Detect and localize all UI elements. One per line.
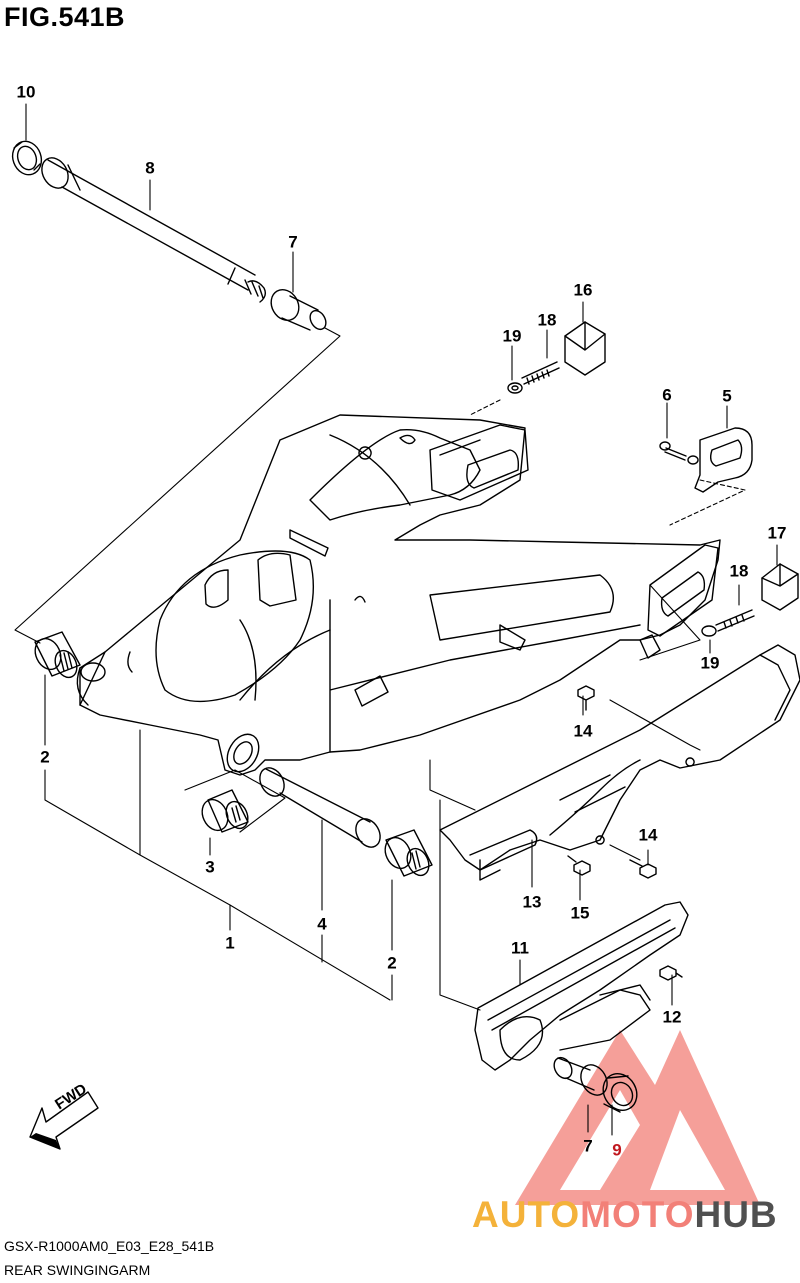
right-adjuster-window — [647, 544, 719, 637]
callout-3: 3 — [205, 857, 215, 877]
callout-5: 5 — [722, 386, 732, 406]
part-11-chain-case — [474, 901, 689, 1071]
callout-6: 6 — [662, 385, 672, 405]
figure-title: FIG.541B — [4, 2, 126, 32]
callout-19-upper: 19 — [502, 326, 522, 346]
callout-18-lower: 18 — [729, 561, 749, 581]
part-2-bearing-left — [34, 631, 81, 679]
part-17-18-19-right-adjuster — [701, 563, 799, 637]
callout-8: 8 — [145, 158, 155, 178]
part-13-chain-guard — [439, 644, 800, 881]
part-10-nut — [11, 140, 43, 176]
callout-10: 10 — [16, 82, 36, 102]
model-code: GSX-R1000AM0_E03_E28_541B — [4, 1238, 215, 1254]
watermark-auto: AUTO — [472, 1194, 581, 1235]
callout-7-lower: 7 — [583, 1136, 593, 1156]
watermark-logo — [515, 1030, 760, 1205]
watermark-moto: MOTO — [580, 1194, 695, 1235]
upper-adjuster-window — [429, 424, 529, 501]
callout-2-left: 2 — [40, 747, 50, 767]
callout-11: 11 — [511, 938, 529, 958]
leader-lines — [14, 103, 778, 1136]
callout-16: 16 — [573, 280, 593, 300]
part-9-nut — [602, 1073, 638, 1113]
callout-12: 12 — [662, 1007, 682, 1027]
part-16-18-19-upper-adjuster — [507, 321, 606, 394]
part-3-bearing — [201, 789, 249, 833]
watermark-brand: AUTOMOTOHUB — [472, 1196, 778, 1233]
callout-1: 1 — [225, 933, 235, 953]
part-5-6-bracket — [659, 427, 753, 493]
part-8-axle — [41, 157, 267, 303]
callout-15: 15 — [570, 903, 590, 923]
part-7-collar-lower — [553, 1056, 608, 1096]
callout-14-upper: 14 — [573, 721, 593, 741]
fwd-arrow-icon — [29, 1091, 99, 1150]
callout-9: 9 — [612, 1140, 622, 1160]
callout-19-lower: 19 — [700, 653, 720, 673]
part-4-collar — [259, 767, 381, 848]
callout-13: 13 — [522, 892, 542, 912]
callout-18-upper: 18 — [537, 310, 557, 330]
part-7-collar — [270, 288, 327, 331]
watermark-hub: HUB — [694, 1194, 778, 1235]
callout-14-lower: 14 — [638, 825, 658, 845]
callout-4: 4 — [317, 914, 327, 934]
callout-17: 17 — [767, 523, 787, 543]
part-2-bearing-right — [384, 829, 433, 877]
callout-2-right: 2 — [387, 953, 397, 973]
part-14-15-bolts — [567, 685, 657, 879]
figure-name: REAR SWINGINGARM — [4, 1262, 151, 1278]
part-12-bolt — [659, 965, 683, 981]
callout-7-upper: 7 — [288, 232, 298, 252]
swingarm-body — [76, 414, 721, 776]
